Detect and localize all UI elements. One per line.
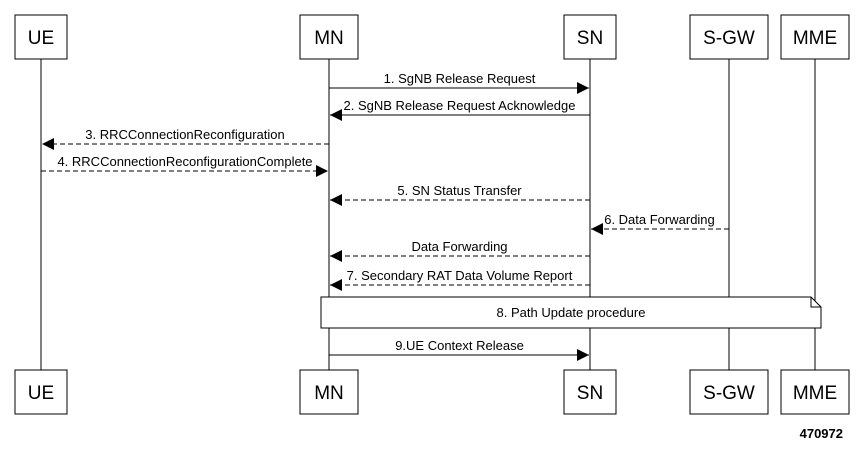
message-label: 4. RRCConnectionReconfigurationComplete <box>57 154 312 169</box>
participant-label: MME <box>793 383 837 404</box>
message-label: 9.UE Context Release <box>395 338 524 353</box>
participant-box <box>689 369 769 415</box>
participant-box <box>563 369 617 415</box>
message-6: 6. Data Forwarding <box>591 212 729 235</box>
note-box <box>320 296 822 329</box>
participant-label: UE <box>28 383 54 404</box>
message-9: 9.UE Context Release <box>329 338 589 361</box>
participant-sn-bottom: SN <box>563 369 617 415</box>
participant-box <box>14 369 68 415</box>
participant-mme-bottom: MME <box>780 369 850 415</box>
participant-box <box>14 14 68 60</box>
participant-label: MN <box>314 28 344 49</box>
participant-sgw-top: S-GW <box>689 14 769 60</box>
message-1: 1. SgNB Release Request <box>329 71 589 94</box>
participant-ue-bottom: UE <box>14 369 68 415</box>
participant-box <box>689 14 769 60</box>
note-fold <box>810 297 821 308</box>
participant-label: MME <box>793 28 837 49</box>
participant-box <box>299 369 359 415</box>
participant-label: S-GW <box>703 383 755 404</box>
participant-box <box>299 14 359 60</box>
participant-sn-top: SN <box>563 14 617 60</box>
message-2: 2. SgNB Release Request Acknowledge <box>330 98 590 121</box>
participant-box <box>780 369 850 415</box>
message-label: 3. RRCConnectionReconfiguration <box>85 127 284 142</box>
participant-box <box>780 14 850 60</box>
participants-top: UE MN SN S-GW MME <box>14 14 850 60</box>
message-4: 4. RRCConnectionReconfigurationComplete <box>41 154 328 177</box>
participant-mn-top: MN <box>299 14 359 60</box>
message-label: 7. Secondary RAT Data Volume Report <box>347 268 573 283</box>
participant-ue-top: UE <box>14 14 68 60</box>
participant-mn-bottom: MN <box>299 369 359 415</box>
message-5: 5. SN Status Transfer <box>330 183 590 206</box>
participant-label: SN <box>577 383 603 404</box>
message-8: 7. Secondary RAT Data Volume Report <box>330 268 590 291</box>
participant-label: MN <box>314 383 344 404</box>
participant-label: S-GW <box>703 28 755 49</box>
message-7: Data Forwarding <box>330 239 590 262</box>
participant-mme-top: MME <box>780 14 850 60</box>
message-label: Data Forwarding <box>411 239 507 254</box>
participant-label: SN <box>577 28 603 49</box>
messages: 1. SgNB Release Request 2. SgNB Release R… <box>41 71 729 361</box>
message-3: 3. RRCConnectionReconfiguration <box>42 127 329 150</box>
path-update-note: 8. Path Update procedure <box>320 296 822 329</box>
participant-label: UE <box>28 28 54 49</box>
message-label: 6. Data Forwarding <box>604 212 715 227</box>
message-label: 2. SgNB Release Request Acknowledge <box>344 98 576 113</box>
message-label: 1. SgNB Release Request <box>384 71 536 86</box>
participant-sgw-bottom: S-GW <box>689 369 769 415</box>
note-label: 8. Path Update procedure <box>497 305 646 320</box>
message-label: 5. SN Status Transfer <box>397 183 522 198</box>
participants-bottom: UE MN SN S-GW MME <box>14 369 850 415</box>
participant-box <box>563 14 617 60</box>
figure-number: 470972 <box>800 426 843 441</box>
